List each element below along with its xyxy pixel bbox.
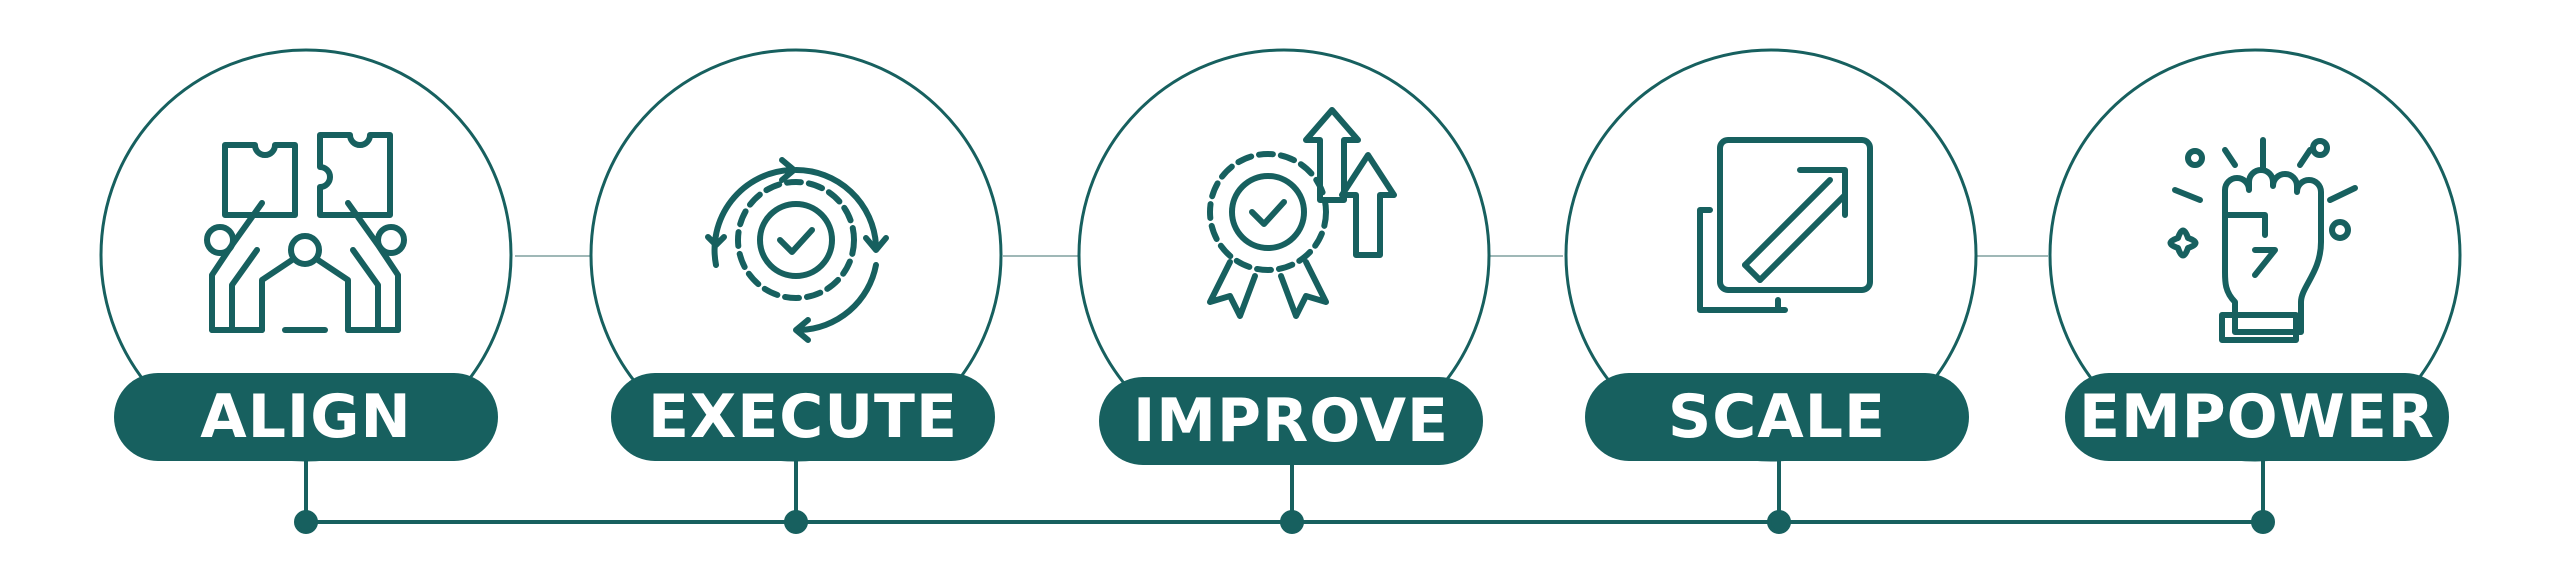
step-label-text: SCALE <box>1668 382 1886 452</box>
timeline-dot-empower <box>2251 510 2275 534</box>
timeline <box>294 461 2275 534</box>
step-label-text: EMPOWER <box>2078 382 2436 452</box>
timeline-dot-execute <box>784 510 808 534</box>
puzzle-teamwork-icon <box>204 132 407 333</box>
step-label-execute: EXECUTE <box>611 373 995 461</box>
step-label-improve: IMPROVE <box>1099 377 1483 465</box>
resize-expand-icon <box>1697 137 1873 313</box>
step-label-text: IMPROVE <box>1132 386 1450 456</box>
step-label-empower: EMPOWER <box>2065 373 2449 461</box>
raised-fist-icon <box>2167 137 2358 343</box>
gear-cycle-check-icon <box>705 157 889 343</box>
timeline-dot-scale <box>1767 510 1791 534</box>
step-label-scale: SCALE <box>1585 373 1969 461</box>
timeline-dot-improve <box>1280 510 1304 534</box>
step-label-text: EXECUTE <box>648 382 958 452</box>
step-label-text: ALIGN <box>200 382 412 452</box>
step-label-align: ALIGN <box>114 373 498 461</box>
timeline-dot-align <box>294 510 318 534</box>
badge-growth-arrows-icon <box>1207 107 1397 319</box>
